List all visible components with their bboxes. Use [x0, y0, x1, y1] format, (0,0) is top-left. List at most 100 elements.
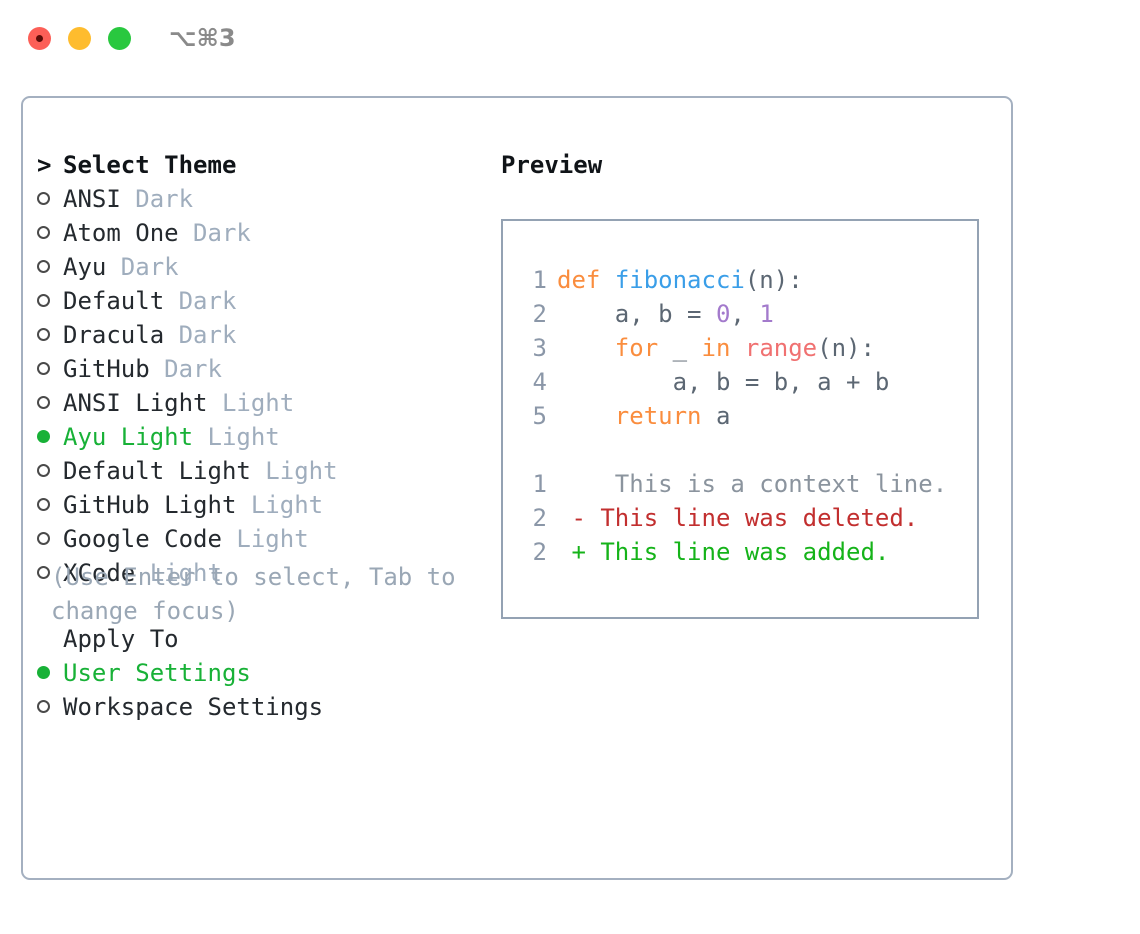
apply-to-item-workspace-settings[interactable]: Workspace Settings [37, 690, 467, 724]
apply-to-item-label: Workspace Settings [63, 693, 324, 721]
apply-to-item-label: User Settings [63, 659, 251, 687]
code-token [557, 334, 615, 362]
title-bar: ⌥⌘3 [0, 0, 1140, 78]
theme-item-atom-one[interactable]: Atom One Dark [37, 216, 467, 250]
theme-item-kind-tag: Dark [106, 253, 179, 281]
theme-item-github[interactable]: GitHub Dark [37, 352, 467, 386]
radio-unselected-icon [37, 284, 63, 318]
theme-item-dracula[interactable]: Dracula Dark [37, 318, 467, 352]
theme-item-label: Dracula [63, 321, 165, 349]
theme-item-ayu[interactable]: Ayu Dark [37, 250, 467, 284]
code-token: in [701, 334, 731, 362]
radio-unselected-icon [37, 556, 63, 590]
line-number: 2 [532, 504, 547, 532]
bullet-glyph [37, 191, 50, 205]
code-token: for [614, 334, 659, 362]
diff-text: This is a context line. [585, 470, 948, 498]
code-token: range [744, 334, 818, 362]
preview-title: Preview [501, 151, 603, 179]
diff-text: This line was deleted. [585, 504, 919, 532]
maximize-window-button[interactable] [108, 27, 131, 50]
line-number: 5 [532, 402, 547, 430]
radio-unselected-icon [37, 454, 63, 488]
line-number: 1 [532, 470, 547, 498]
code-token: 1 [759, 300, 774, 328]
diff-text: This line was added. [585, 538, 890, 566]
radio-unselected-icon [37, 216, 63, 250]
code-token: 0 [715, 300, 731, 328]
theme-item-kind-tag: Dark [164, 287, 237, 315]
code-line: 5 return a [521, 399, 961, 433]
radio-unselected-icon [37, 182, 63, 216]
code-token [600, 266, 614, 294]
code-line: 3 for _ in range(n): [521, 331, 961, 365]
theme-item-google-code[interactable]: Google Code Light [37, 522, 467, 556]
theme-item-kind-tag: Dark [149, 355, 222, 383]
code-token: a [701, 402, 731, 430]
radio-unselected-icon [37, 522, 63, 556]
line-number: 2 [532, 300, 547, 328]
theme-item-ayu-light[interactable]: Ayu Light Light [37, 420, 467, 454]
radio-unselected-icon [37, 690, 63, 724]
theme-item-kind-tag: Dark [120, 185, 194, 213]
code-token: a, b = [557, 300, 716, 328]
theme-item-ansi-light[interactable]: ANSI Light Light [37, 386, 467, 420]
code-token: def [557, 266, 601, 294]
bullet-glyph [37, 565, 50, 579]
radio-unselected-icon [37, 318, 63, 352]
minimize-window-button[interactable] [68, 27, 91, 50]
line-number: 3 [532, 334, 547, 362]
close-window-button[interactable] [28, 27, 51, 50]
diff-sign: + [557, 538, 586, 566]
diff-sign [557, 470, 586, 498]
code-token: fibonacci [614, 266, 745, 294]
theme-item-label: ANSI [63, 185, 121, 213]
theme-item-default[interactable]: Default Dark [37, 284, 467, 318]
bullet-glyph [37, 531, 50, 545]
theme-item-github-light[interactable]: GitHub Light Light [37, 488, 467, 522]
theme-item-kind-tag: Light [236, 491, 324, 519]
theme-item-label: Google Code [63, 525, 222, 553]
diff-line: 2 + This line was added. [521, 535, 961, 569]
code-token: _ [658, 334, 702, 362]
theme-item-kind-tag: Dark [164, 321, 237, 349]
diff-line: 2 - This line was deleted. [521, 501, 961, 535]
bullet-glyph [37, 361, 50, 375]
code-token: , [730, 300, 760, 328]
line-number: 1 [532, 266, 547, 294]
line-number: 2 [532, 538, 547, 566]
select-theme-header-label: Select Theme [63, 151, 237, 179]
theme-item-label: XCode [63, 559, 136, 587]
keyboard-hint-text: (Use Enter to select, Tab to change focu… [51, 563, 471, 625]
code-line: 4 a, b = b, a + b [521, 365, 961, 399]
select-theme-header: > Select Theme [37, 148, 467, 182]
apply-to-item-user-settings[interactable]: User Settings [37, 656, 467, 690]
bullet-glyph [37, 699, 50, 713]
theme-item-xcode[interactable]: XCode Light [37, 556, 467, 590]
keyboard-shortcut-label: ⌥⌘3 [169, 24, 236, 52]
theme-item-label: Default Light [63, 457, 251, 485]
theme-item-label: Default [63, 287, 165, 315]
code-token: a, b = b, a + b [557, 368, 890, 396]
theme-item-label: GitHub Light [63, 491, 237, 519]
theme-item-label: GitHub [63, 355, 150, 383]
theme-item-label: ANSI Light [63, 389, 208, 417]
theme-item-default-light[interactable]: Default Light Light [37, 454, 467, 488]
code-line: 2 a, b = 0, 1 [521, 297, 961, 331]
bullet-glyph [37, 429, 50, 443]
bullet-glyph [37, 497, 50, 511]
radio-selected-icon [37, 656, 63, 690]
theme-item-kind-tag: Light [135, 559, 222, 587]
code-token: return [614, 402, 702, 430]
radio-unselected-icon [37, 386, 63, 420]
theme-item-ansi[interactable]: ANSI Dark [37, 182, 467, 216]
code-token [557, 402, 615, 430]
theme-item-label: Ayu Light [63, 423, 194, 451]
bullet-glyph [37, 293, 50, 307]
